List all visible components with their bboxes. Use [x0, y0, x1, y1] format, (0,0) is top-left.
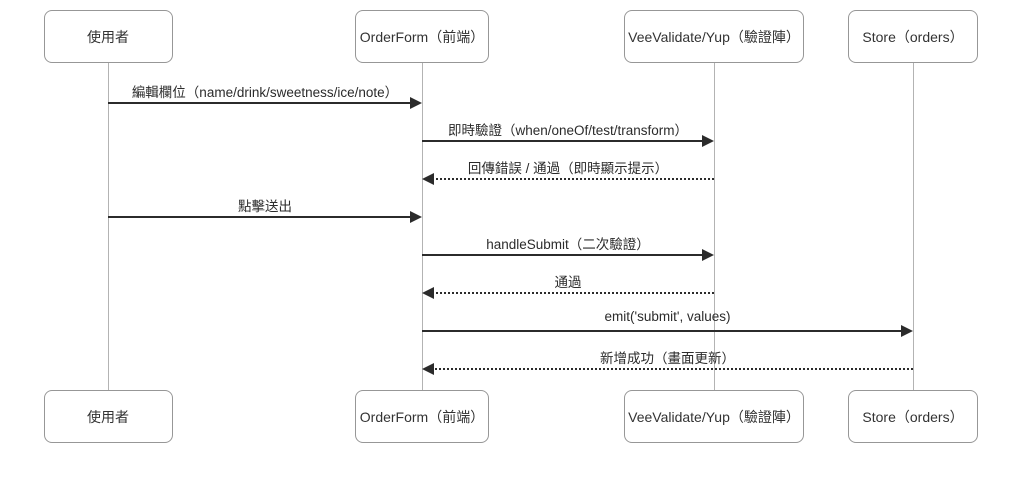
message-line-dashed [432, 368, 913, 370]
message-line-solid [108, 102, 412, 104]
message-label: handleSubmit（二次驗證） [486, 237, 650, 252]
participant-label: VeeValidate/Yup（驗證陣） [628, 28, 800, 45]
arrowhead-icon [702, 249, 714, 261]
message-line-dashed [432, 292, 714, 294]
participant-label: OrderForm（前端） [359, 28, 485, 45]
message-line-solid [422, 330, 903, 332]
participant-box-user-bottom: 使用者 [43, 390, 173, 443]
participant-label: 使用者 [87, 408, 129, 425]
arrowhead-icon [422, 173, 434, 185]
lifeline-user [108, 63, 109, 390]
message-line-solid [108, 216, 412, 218]
message-label: 即時驗證（when/oneOf/test/transform） [447, 123, 689, 138]
participant-label: Store（orders） [862, 408, 964, 425]
participant-box-user-top: 使用者 [43, 10, 173, 63]
arrowhead-icon [410, 211, 422, 223]
message-label: 編輯欄位（name/drink/sweetness/ice/note） [131, 85, 399, 100]
participant-box-store-top: Store（orders） [848, 10, 978, 63]
lifeline-orderform [422, 63, 423, 390]
participant-box-orderform-top: OrderForm（前端） [355, 10, 489, 63]
participant-box-veevalidate-bottom: VeeValidate/Yup（驗證陣） [624, 390, 804, 443]
arrowhead-icon [901, 325, 913, 337]
participant-box-orderform-bottom: OrderForm（前端） [355, 390, 489, 443]
participant-label: 使用者 [87, 28, 129, 45]
message-label: 通過 [554, 275, 582, 290]
participant-label: OrderForm（前端） [359, 408, 485, 425]
participant-label: VeeValidate/Yup（驗證陣） [628, 408, 800, 425]
lifeline-store [913, 63, 914, 390]
participant-label: Store（orders） [862, 28, 964, 45]
participant-box-store-bottom: Store（orders） [848, 390, 978, 443]
arrowhead-icon [422, 363, 434, 375]
message-label: 點擊送出 [238, 199, 292, 214]
message-label: emit('submit', values) [604, 309, 731, 324]
message-line-dashed [432, 178, 714, 180]
message-label: 新增成功（畫面更新） [600, 351, 735, 366]
participant-box-veevalidate-top: VeeValidate/Yup（驗證陣） [624, 10, 804, 63]
arrowhead-icon [410, 97, 422, 109]
arrowhead-icon [702, 135, 714, 147]
lifeline-veevalidate [714, 63, 715, 390]
message-label: 回傳錯誤 / 通過（即時顯示提示） [467, 161, 669, 176]
message-line-solid [422, 140, 704, 142]
message-line-solid [422, 254, 704, 256]
arrowhead-icon [422, 287, 434, 299]
